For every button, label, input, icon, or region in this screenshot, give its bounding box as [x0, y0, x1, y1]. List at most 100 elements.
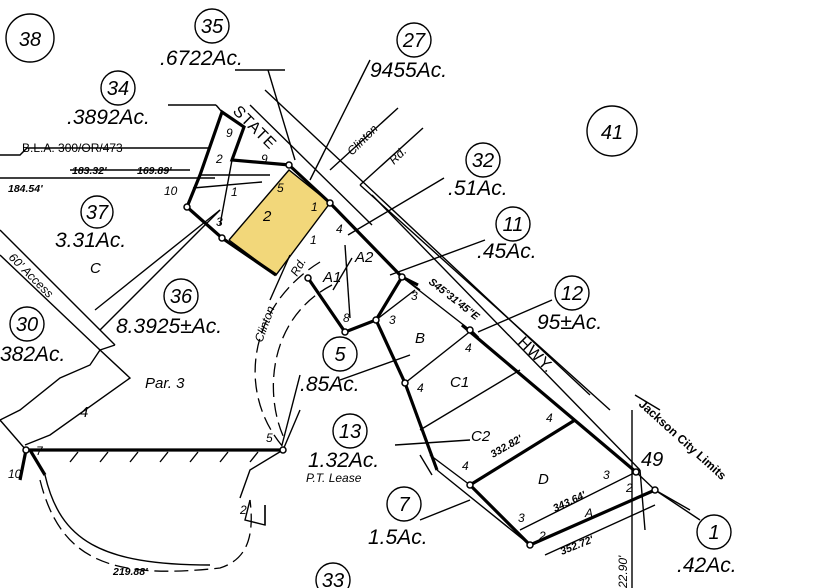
svg-text:27: 27 — [402, 30, 426, 52]
svg-text:A2: A2 — [354, 249, 374, 266]
svg-text:1: 1 — [311, 200, 318, 214]
svg-text:8: 8 — [343, 311, 350, 325]
hatch-marks — [69, 451, 259, 463]
survey-points — [22, 161, 659, 549]
svg-text:2: 2 — [538, 529, 546, 543]
svg-text:4: 4 — [462, 459, 469, 473]
svg-text:2: 2 — [625, 481, 633, 495]
svg-text:1: 1 — [708, 522, 719, 544]
svg-text:A: A — [584, 506, 593, 520]
bla-label: B.L.A. 300/OR/473 — [22, 141, 123, 155]
svg-text:C: C — [90, 260, 101, 277]
svg-text:38: 38 — [19, 29, 41, 51]
svg-text:2: 2 — [262, 208, 272, 225]
dim-184: 184.54' — [8, 183, 43, 195]
svg-text:35: 35 — [201, 16, 224, 38]
svg-text:10: 10 — [8, 467, 22, 481]
svg-text:C2: C2 — [471, 428, 491, 445]
hwy-label: HWY. — [514, 334, 557, 377]
svg-text:3: 3 — [411, 289, 418, 303]
svg-text:9455Ac.: 9455Ac. — [370, 59, 447, 82]
svg-text:.3892Ac.: .3892Ac. — [67, 106, 150, 129]
parcel-36[interactable]: 36 8.3925±Ac. — [116, 278, 222, 338]
parcel-32[interactable]: 32 .51Ac. — [448, 142, 508, 200]
svg-text:.45Ac.: .45Ac. — [477, 240, 537, 263]
svg-text:32: 32 — [472, 150, 494, 172]
svg-text:4: 4 — [336, 222, 343, 236]
svg-text:C1: C1 — [450, 374, 469, 391]
svg-text:P.T. Lease: P.T. Lease — [306, 471, 362, 485]
svg-text:3: 3 — [603, 468, 610, 482]
dim-22: 22.90' — [616, 555, 630, 588]
svg-text:4: 4 — [546, 411, 553, 425]
parcel-5[interactable]: 5 .85Ac. — [300, 336, 360, 396]
dim-219: 219.88' — [112, 566, 148, 578]
svg-text:10: 10 — [164, 184, 178, 198]
parcel-12[interactable]: 12 95±Ac. — [537, 275, 602, 334]
svg-text:3: 3 — [518, 511, 525, 525]
access-label: 60' Access — [6, 250, 56, 300]
parcel-41[interactable]: 41 — [586, 105, 638, 157]
svg-text:4: 4 — [465, 341, 472, 355]
svg-text:41: 41 — [601, 122, 623, 144]
svg-text:4: 4 — [80, 404, 88, 421]
parcel-38[interactable]: 38 — [5, 13, 55, 63]
svg-text:1: 1 — [231, 185, 238, 199]
svg-text:8.3925±Ac.: 8.3925±Ac. — [116, 315, 222, 338]
svg-text:5: 5 — [277, 181, 284, 195]
svg-text:B: B — [415, 330, 425, 347]
svg-text:30: 30 — [16, 314, 38, 336]
rd-label-top: Rd. — [386, 144, 409, 167]
boundary-lines — [0, 59, 701, 588]
dim-343: 343.64' — [551, 489, 588, 515]
svg-text:.42Ac.: .42Ac. — [677, 554, 737, 577]
svg-text:5: 5 — [334, 344, 346, 366]
svg-text:5: 5 — [266, 431, 273, 445]
parcel-1[interactable]: 1 .42Ac. — [677, 514, 737, 577]
dim-169: 169.89' — [137, 165, 172, 177]
dim-183: 183.32' — [72, 165, 107, 177]
svg-text:2: 2 — [215, 152, 223, 166]
par3-label: Par. 3 — [145, 375, 185, 392]
parcel-7[interactable]: 7 1.5Ac. — [368, 486, 428, 549]
parcel-11[interactable]: 11 .45Ac. — [477, 206, 537, 263]
parcel-30[interactable]: 30 382Ac. — [0, 306, 65, 366]
parcel-13[interactable]: 13 1.32Ac. P.T. Lease — [306, 413, 379, 485]
svg-text:9: 9 — [261, 152, 268, 166]
highlighted-parcel[interactable] — [229, 170, 330, 275]
svg-text:.51Ac.: .51Ac. — [448, 177, 508, 200]
parcel-35[interactable]: 35 .6722Ac. — [160, 8, 243, 70]
svg-text:7: 7 — [398, 494, 410, 516]
svg-text:4: 4 — [417, 381, 424, 395]
svg-text:37: 37 — [86, 202, 109, 224]
svg-text:1: 1 — [310, 233, 317, 247]
svg-text:3: 3 — [389, 313, 396, 327]
parcel-37[interactable]: 37 3.31Ac. C — [55, 195, 126, 277]
svg-text:1.32Ac.: 1.32Ac. — [308, 449, 379, 472]
svg-text:13: 13 — [339, 421, 361, 443]
clinton-road-label: Clinton — [252, 304, 278, 344]
svg-text:34: 34 — [107, 78, 129, 100]
svg-text:3.31Ac.: 3.31Ac. — [55, 229, 126, 252]
svg-text:.6722Ac.: .6722Ac. — [160, 47, 243, 70]
parcel-27[interactable]: 27 9455Ac. — [370, 22, 447, 82]
svg-text:95±Ac.: 95±Ac. — [537, 311, 602, 334]
svg-text:.85Ac.: .85Ac. — [300, 373, 360, 396]
clinton-label-top: Clinton — [344, 122, 381, 159]
dim-332: 332.82' — [489, 433, 525, 461]
svg-text:D: D — [538, 471, 549, 488]
lot-labels: 9 2 9 1 10 5 2 1 3 4 A2 A1 3 8 3 B 4 C1 … — [8, 126, 633, 543]
svg-text:A1: A1 — [322, 269, 341, 286]
dim-352: 352.72' — [559, 534, 596, 558]
parcel-34[interactable]: 34 .3892Ac. — [67, 70, 150, 129]
svg-text:36: 36 — [170, 286, 193, 308]
parcel-33[interactable]: 33 — [315, 562, 351, 588]
svg-text:1.5Ac.: 1.5Ac. — [368, 526, 428, 549]
svg-text:382Ac.: 382Ac. — [0, 343, 65, 366]
svg-text:12: 12 — [561, 283, 583, 305]
svg-text:9: 9 — [226, 126, 233, 140]
lot-49: 49 — [641, 449, 663, 471]
svg-text:3: 3 — [216, 215, 223, 229]
svg-text:7: 7 — [36, 444, 44, 458]
